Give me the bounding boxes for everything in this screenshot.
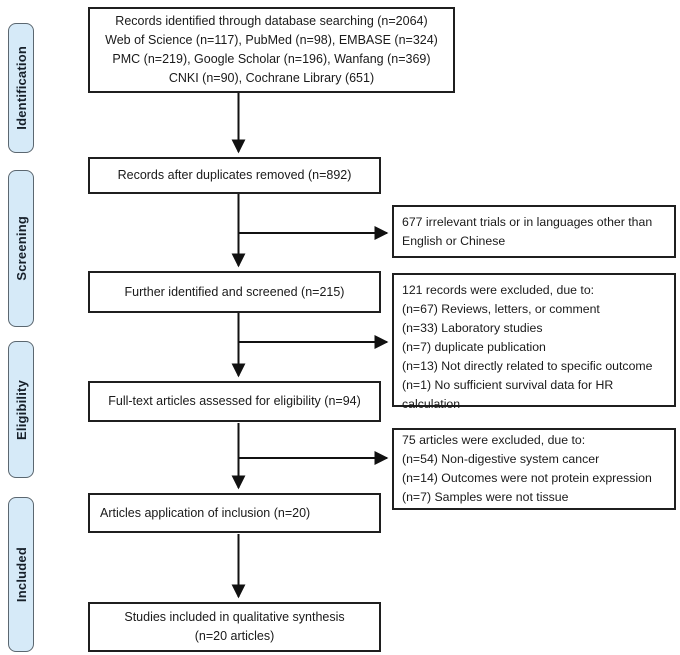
stage-label-screening: Screening — [8, 170, 34, 327]
stage-label-text: Screening — [13, 216, 29, 281]
box-records-excluded: 121 records were excluded, due to: (n=67… — [392, 273, 676, 411]
box-duplicates-removed: Records after duplicates removed (n=892) — [88, 157, 381, 194]
box-further-screened: Further identified and screened (n=215) — [88, 271, 381, 313]
stage-label-eligibility: Eligibility — [8, 341, 34, 478]
stage-label-included: Included — [8, 497, 34, 652]
box-fulltext-assessed: Full-text articles assessed for eligibil… — [88, 381, 381, 422]
stage-label-text: Included — [13, 546, 29, 603]
box-qualitative-synthesis: Studies included in qualitative synthesi… — [88, 602, 381, 652]
box-articles-excluded: 75 articles were excluded, due to: (n=54… — [392, 428, 676, 510]
box-records-identified: Records identified through database sear… — [88, 7, 455, 93]
box-irrelevant-excluded: 677 irrelevant trials or in languages ot… — [392, 205, 676, 258]
stage-label-text: Eligibility — [13, 379, 29, 440]
stage-label-identification: Identification — [8, 23, 34, 153]
box-inclusion-applied: Articles application of inclusion (n=20) — [88, 493, 381, 533]
stage-label-text: Identification — [13, 46, 29, 130]
